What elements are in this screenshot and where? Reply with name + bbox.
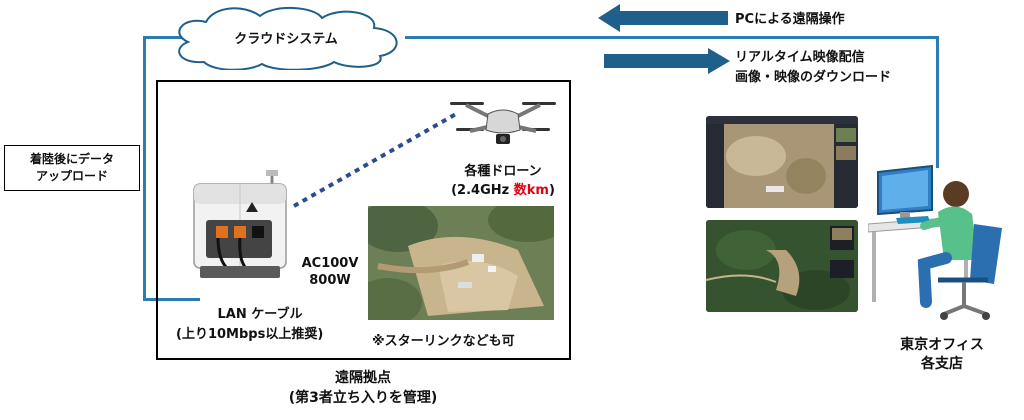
download-label: 画像・映像のダウンロード	[735, 70, 892, 85]
drone-range-value: 数km	[513, 183, 549, 198]
site-caption-line1: 遠隔拠点	[335, 370, 391, 386]
upload-line2: アップロード	[35, 169, 108, 183]
drone-dock-icon	[193, 170, 287, 278]
live-video-screenshot	[706, 116, 858, 208]
site-caption-line2: (第3者立ち入りを管理)	[288, 390, 438, 406]
lan-label-line1: LAN ケーブル	[217, 307, 303, 322]
office-label-line2: 各支店	[921, 356, 963, 372]
arrow-left-icon	[598, 4, 728, 32]
link-top-right	[405, 36, 938, 39]
remote-control-label: PCによる遠隔操作	[735, 12, 845, 27]
drone-range-prefix: (2.4GHz	[451, 183, 514, 198]
upload-note-box: 着陸後にデータ アップロード	[4, 145, 140, 191]
drone-label: 各種ドローン	[464, 164, 542, 179]
starlink-note: ※スターリンクなども可	[372, 334, 515, 349]
cloud-icon	[178, 6, 398, 70]
dock-power-line2: 800W	[309, 273, 351, 288]
arrow-right-icon	[604, 48, 730, 74]
dock-power-line1: AC100V	[301, 256, 359, 271]
link-top-left	[143, 36, 183, 39]
link-upload-vertical	[143, 36, 146, 300]
wireless-link	[293, 112, 457, 208]
drone-icon	[450, 102, 556, 144]
remote-site-frame	[156, 80, 571, 360]
streaming-label: リアルタイム映像配信	[735, 50, 865, 65]
map-screenshot	[706, 220, 858, 312]
office-worker-icon	[868, 164, 1002, 320]
drone-range-suffix: )	[548, 183, 555, 198]
office-label-line1: 東京オフィス	[900, 337, 984, 353]
upload-line1: 着陸後にデータ	[29, 152, 114, 166]
cloud-label: クラウドシステム	[234, 32, 338, 47]
link-office-vertical	[936, 36, 939, 168]
site-aerial-photo	[368, 206, 554, 320]
link-dock-horizontal	[143, 298, 200, 301]
drone-range: (2.4GHz 数km)	[438, 179, 568, 198]
lan-label-line2: (上り10Mbps以上推奨)	[176, 327, 324, 342]
